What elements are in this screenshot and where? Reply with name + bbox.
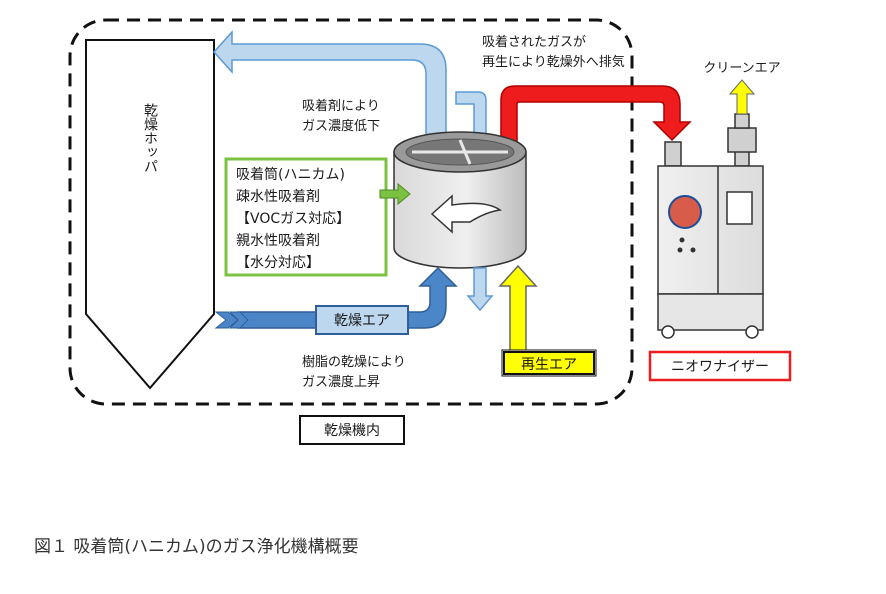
clean-air-arrow — [728, 79, 756, 115]
outlet-arrow — [466, 267, 494, 312]
rise-note-line2: ガス濃度上昇 — [302, 374, 380, 390]
figure-caption: 図１ 吸着筒(ハニカム)のガス浄化機構概要 — [34, 537, 359, 557]
dry-air-chevron-icon — [214, 311, 239, 329]
low-conc-line1: 吸着剤により — [302, 98, 380, 114]
exhaust-note-line1: 吸着されたガスが — [482, 34, 586, 50]
dry-air-label: 乾燥エア — [334, 313, 390, 329]
regen-air-arrow — [498, 264, 538, 353]
rise-note-line1: 樹脂の乾燥により — [302, 355, 406, 370]
rotation-arrow-icon — [430, 194, 502, 234]
dryer-inside-label-box — [299, 415, 405, 445]
neutralizer-label-box — [648, 350, 792, 382]
adsorber-line5: 【水分対応】 — [236, 255, 320, 271]
low-conc-line2: ガス濃度低下 — [302, 118, 380, 134]
regen-air-label: 再生エア — [521, 357, 577, 373]
exhaust-pipe — [500, 85, 692, 151]
neutralizer-unit — [657, 113, 764, 339]
return-air-pipe — [212, 30, 447, 147]
exhaust-note-line2: 再生により乾燥外へ排気 — [482, 54, 625, 70]
adsorber-line2: 疎水性吸着剤 — [236, 189, 320, 205]
dry-air-chevron-icon-2 — [228, 311, 249, 329]
dryer-inside-label: 乾燥機内 — [324, 423, 380, 439]
drying-hopper — [85, 39, 215, 390]
adsorber-line1: 吸着筒(ハニカム) — [236, 166, 345, 183]
neutralizer-label: ニオワナイザー — [671, 359, 769, 375]
green-pointer-arrow — [379, 182, 411, 206]
adsorber-cylinder — [393, 131, 527, 269]
adsorber-line3: 【VOCガス対応】 — [236, 211, 350, 227]
adsorber-line4: 親水性吸着剤 — [236, 233, 320, 249]
clean-air-label: クリーンエア — [703, 61, 780, 76]
dryer-boundary — [68, 18, 634, 406]
adsorber-info-box — [224, 157, 388, 277]
hopper-label: 乾燥ホッパ — [142, 103, 158, 173]
dry-air-label-box — [315, 305, 409, 335]
